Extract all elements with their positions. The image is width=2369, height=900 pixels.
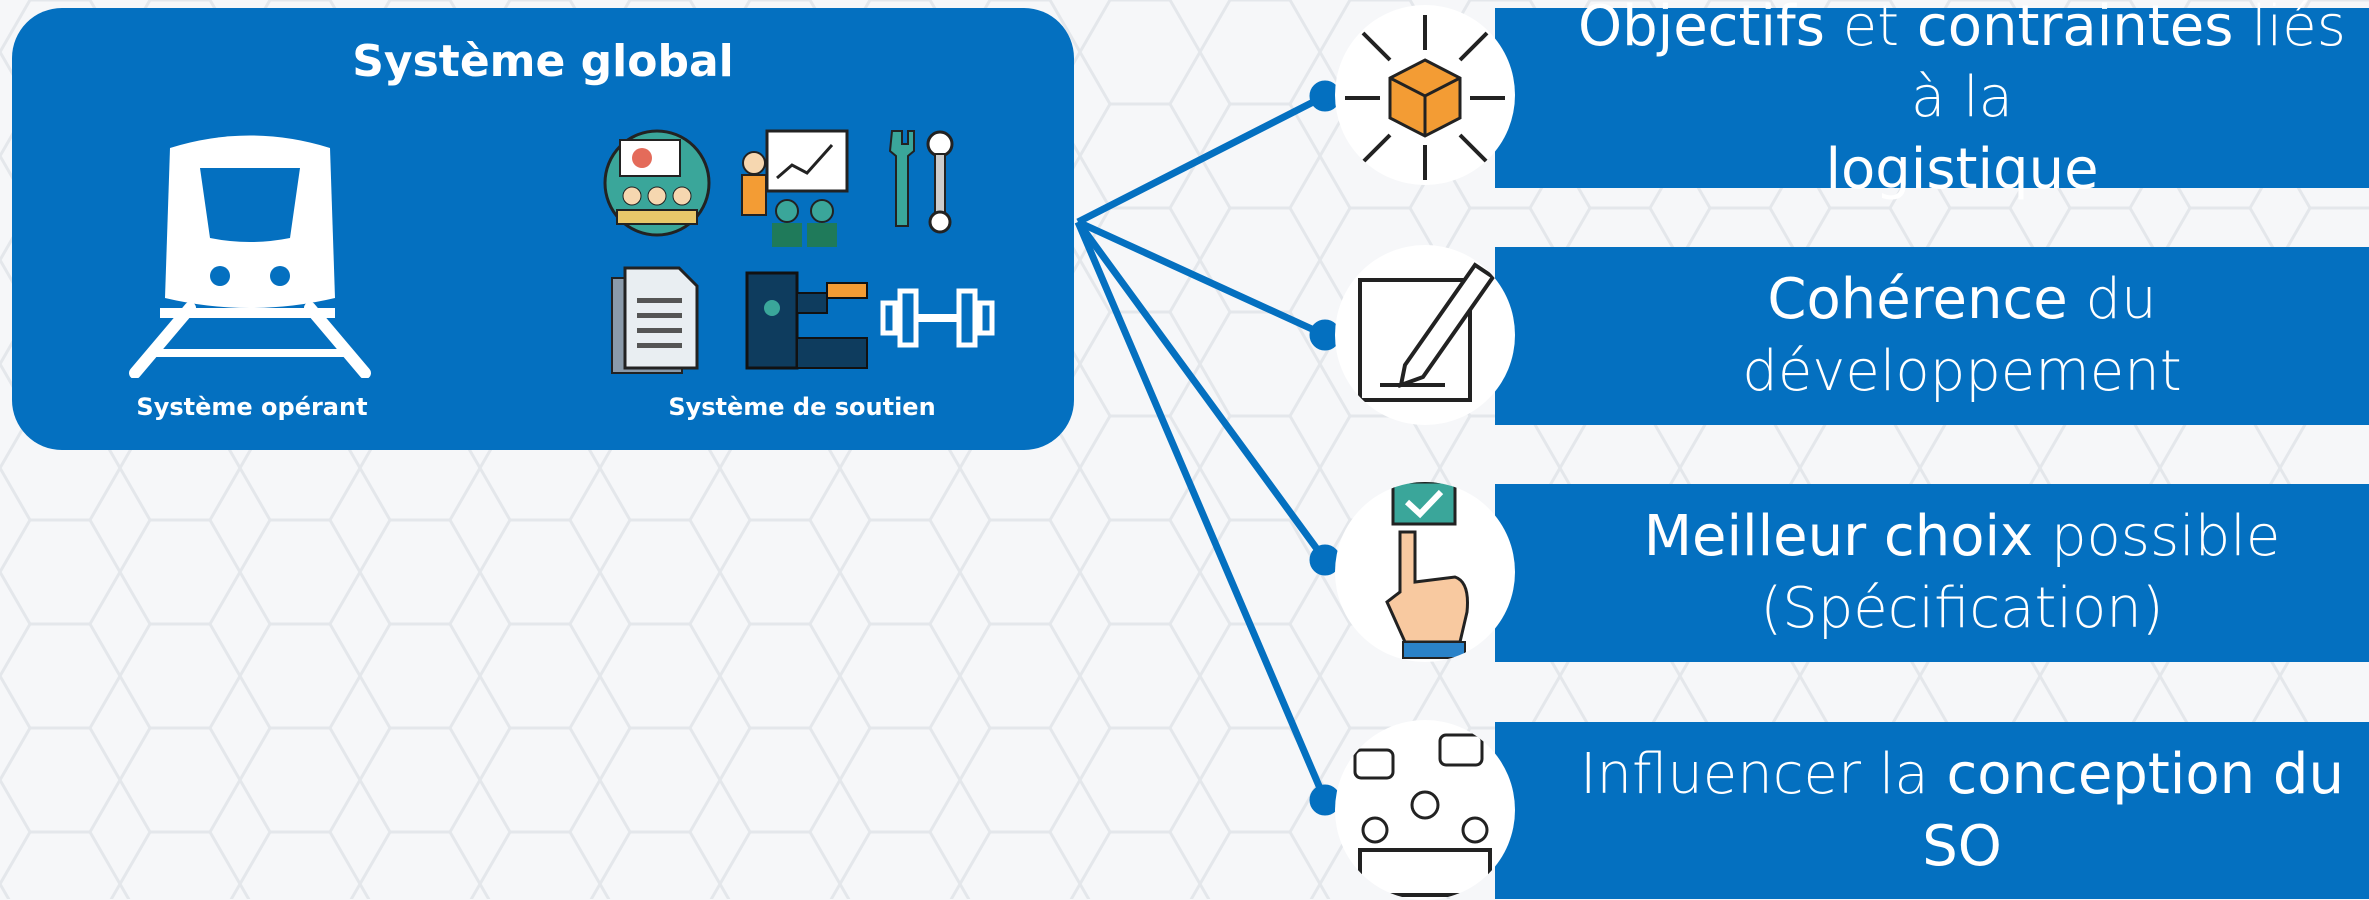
banner-best-choice-text: Meilleur choix possible(Spécification) xyxy=(1644,501,2281,644)
training-class-icon xyxy=(603,129,711,237)
keyword-text: Cohérence xyxy=(1767,267,2068,333)
support-system-label: Système de soutien xyxy=(668,393,936,421)
keyword-text: Meilleur choix xyxy=(1643,504,2034,570)
keyword-text: conception du SO xyxy=(1922,741,2344,879)
banner-text-part: liés à la xyxy=(1911,0,2346,131)
presentation-icon xyxy=(741,129,849,247)
logistics-box-icon xyxy=(1335,5,1515,185)
banner-coherence: Cohérence du développement xyxy=(1495,247,2369,425)
machine-icon xyxy=(745,271,868,370)
pen-paper-icon xyxy=(1335,245,1515,425)
wrench-icon xyxy=(888,130,954,234)
banner-best-choice: Meilleur choix possible(Spécification) xyxy=(1495,484,2369,662)
keyword-text: logistique xyxy=(1825,136,2099,202)
banner-coherence-text: Cohérence du développement xyxy=(1555,264,2369,407)
meeting-people-icon xyxy=(1335,720,1515,900)
keyword-text: Objectifs xyxy=(1578,0,1825,59)
dumbbell-icon xyxy=(880,288,995,348)
global-system-title: Système global xyxy=(352,36,734,87)
documents-icon xyxy=(611,266,699,374)
banner-text-part: possible xyxy=(2033,504,2281,570)
banner-text-part: du développement xyxy=(1742,267,2182,404)
banner-influence: Influencer la conception du SO xyxy=(1495,722,2369,899)
operating-system-label: Système opérant xyxy=(136,393,368,421)
train-icon xyxy=(129,135,371,378)
hand-checkbox-icon xyxy=(1335,482,1515,662)
banner-text-part: et xyxy=(1824,0,1917,59)
banner-influence-text: Influencer la conception du SO xyxy=(1555,739,2369,882)
banner-text-part: Influencer la xyxy=(1580,741,1947,807)
banner-text-part: (Spécification) xyxy=(1760,576,2164,641)
global-system-box: Système global Système opérant xyxy=(12,8,1074,450)
keyword-text: contraintes xyxy=(1916,0,2234,59)
